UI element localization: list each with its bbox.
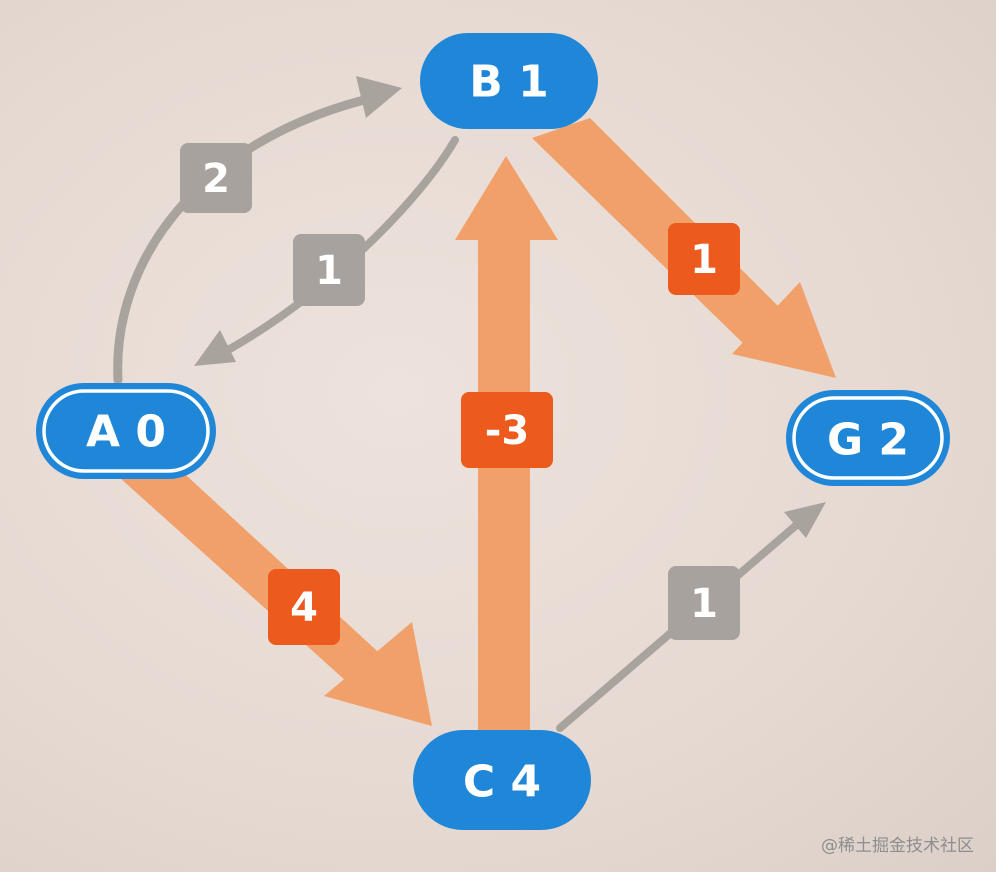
edge-a-to-c-shaft [120,465,400,690]
edge-a-to-c-weight-badge: 4 [268,569,340,645]
edge-b-to-a-line [224,136,459,354]
edge-c-to-b-arrowhead [455,156,558,240]
watermark-text: @稀土掘金技术社区 [821,836,974,856]
edge-b-to-a: 1 [194,136,459,366]
node-a: A 0 [36,383,216,479]
edge-c-to-g: 1 [556,502,826,732]
edge-a-to-b-line [113,93,377,385]
node-g: G 2 [786,390,950,486]
edge-b-to-g: 1 [532,118,836,378]
node-b: B 1 [420,33,598,129]
edge-a-to-b-arrowhead [356,76,402,118]
edge-a-to-b-weight: 2 [202,156,230,202]
edge-c-to-g-arrowhead [784,502,826,538]
node-c-label: C 4 [463,757,541,808]
edge-c-to-g-weight: 1 [690,581,718,627]
edge-b-to-g-weight-badge: 1 [668,223,740,295]
edge-a-to-b-weight-badge: 2 [180,143,252,213]
node-g-label: G 2 [827,415,909,466]
edge-c-to-g-weight-badge: 1 [668,566,740,640]
node-c: C 4 [413,730,591,830]
edge-a-to-c-weight: 4 [290,585,318,631]
edge-b-to-a-weight-badge: 1 [293,234,365,306]
edge-b-to-a-arrowhead [194,330,236,366]
edge-b-to-g-shaft [532,118,790,346]
edge-a-to-c-arrowhead [324,622,432,726]
node-b-label: B 1 [469,57,548,108]
edge-c-to-b-weight-badge: -3 [461,392,553,468]
edge-c-to-b-weight: -3 [485,408,529,454]
edge-b-to-g-weight: 1 [690,237,718,283]
node-a-label: A 0 [86,407,166,458]
edge-a-to-b: 2 [113,76,402,385]
edge-b-to-g-arrowhead [732,282,836,378]
edge-a-to-c: 4 [120,465,432,726]
edge-b-to-a-weight: 1 [315,248,343,294]
edge-c-to-b: -3 [455,156,558,732]
edge-c-to-b-shaft [478,232,530,732]
